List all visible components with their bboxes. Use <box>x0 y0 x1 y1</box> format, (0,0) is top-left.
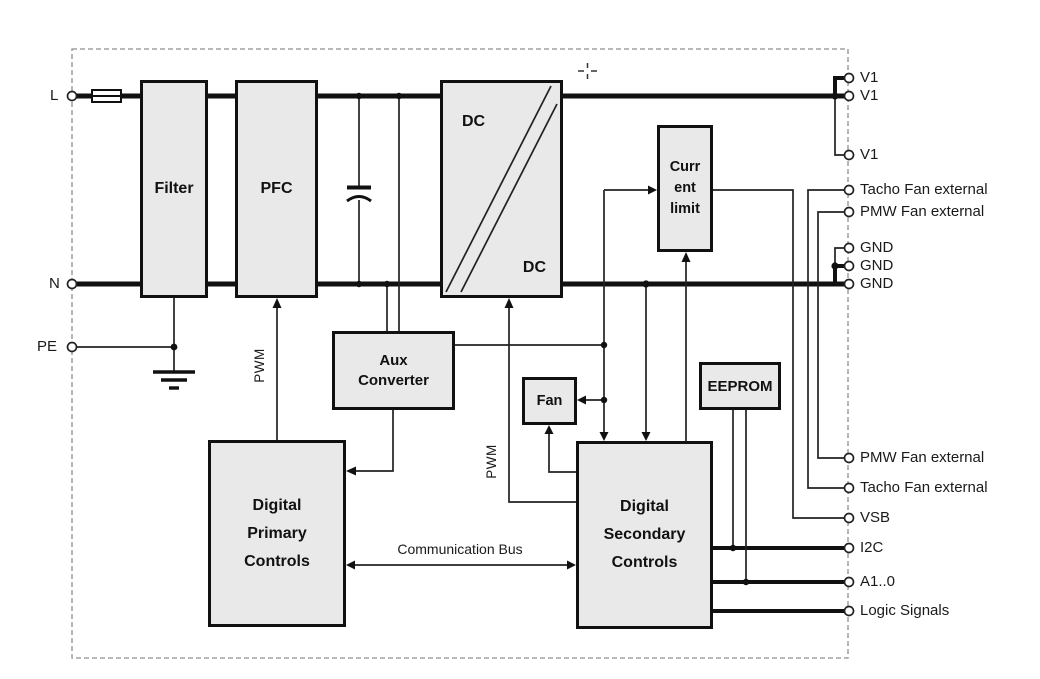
dcdc-label-bottom: DC <box>522 259 546 276</box>
arrow-into-dcdc <box>504 298 514 308</box>
aux-converter-block: Aux Converter <box>332 331 455 410</box>
pfc-block-label: PFC <box>260 180 293 197</box>
filter-block: Filter <box>140 80 208 298</box>
terminal-i2c <box>843 542 855 554</box>
digital-output-buses <box>713 546 845 613</box>
terminal-tacho-top <box>843 184 855 196</box>
psu-boundary-dashed-box <box>71 48 849 659</box>
terminal-vsb <box>843 512 855 524</box>
comm-bus-arrow-left <box>346 560 355 570</box>
signal-wires <box>76 96 845 582</box>
wire-arrowheads <box>272 185 691 570</box>
terminal-logic <box>843 605 855 617</box>
current-limit-label: Curr ent limit <box>669 159 701 217</box>
eeprom-block-label: EEPROM <box>707 377 773 395</box>
terminal-l <box>66 90 78 102</box>
comm-bus-arrow-right <box>567 560 576 570</box>
tacho-fan-link-wire <box>807 189 845 489</box>
terminal-label-v1-1: V1 <box>860 69 879 86</box>
current-limit-block: Curr ent limit <box>657 125 713 252</box>
dcdc-converter-block: DC DC <box>440 80 563 298</box>
terminal-label-v1-2: V1 <box>860 87 879 104</box>
terminal-pmw-bottom <box>843 452 855 464</box>
filter-block-label: Filter <box>154 180 194 197</box>
communication-bus-label: Communication Bus <box>397 541 523 557</box>
earth-ground-icon <box>153 370 195 390</box>
terminal-pins <box>66 72 855 617</box>
fan-block-label: Fan <box>536 393 563 409</box>
gnd-first-terminal-wire <box>834 247 845 264</box>
junction-dots <box>170 92 839 586</box>
arrow-into-pfc <box>272 298 282 308</box>
terminal-a10 <box>843 576 855 588</box>
pmw-fan-link-wire <box>817 211 845 459</box>
terminal-gnd-3 <box>843 278 855 290</box>
terminal-label-gnd-2: GND <box>860 257 894 274</box>
terminal-label-i2c: I2C <box>860 539 884 556</box>
terminal-gnd-1 <box>843 242 855 254</box>
digital-secondary-label: Digital Secondary Controls <box>603 498 686 571</box>
terminal-label-logic-signals: Logic Signals <box>860 602 950 619</box>
terminal-label-gnd-1: GND <box>860 239 894 256</box>
terminal-label-pmw-top: PMW Fan external <box>860 203 985 220</box>
v1-third-terminal-wire <box>834 98 845 156</box>
dcdc-label-top: DC <box>462 113 486 130</box>
eeprom-block: EEPROM <box>699 362 781 410</box>
fan-drive-wire <box>548 430 576 473</box>
capacitor-icon <box>346 185 372 203</box>
digital-primary-label: Digital Primary Controls <box>244 496 310 570</box>
terminal-v1-2 <box>843 90 855 102</box>
arrow-into-secondary-1 <box>599 432 609 441</box>
terminal-pmw-top <box>843 206 855 218</box>
fan-block: Fan <box>522 377 577 425</box>
terminal-label-tacho-bottom: Tacho Fan external <box>860 479 988 496</box>
dcdc-diagonal-divider <box>445 85 558 293</box>
terminal-label-l: L <box>50 87 59 104</box>
current-limit-to-vsb-wire <box>713 189 845 519</box>
pwm-primary-label: PWM <box>251 348 267 383</box>
terminal-label-pe: PE <box>37 338 58 355</box>
terminal-label-a10: A1..0 <box>860 573 896 590</box>
arrow-into-current-limit-bottom <box>681 252 691 262</box>
terminal-label-n: N <box>49 275 60 292</box>
pwm-secondary-wire <box>508 304 576 503</box>
arrow-into-fan-right <box>577 395 586 405</box>
arrow-into-fan-bottom <box>544 425 554 434</box>
aux-converter-label: Aux Converter <box>358 351 429 389</box>
pwm-secondary-label: PWM <box>483 444 499 479</box>
terminal-label-pmw-bottom: PMW Fan external <box>860 449 985 466</box>
terminal-v1-1 <box>843 72 855 84</box>
terminal-tacho-bottom <box>843 482 855 494</box>
terminal-pe <box>66 341 78 353</box>
terminal-v1-3 <box>843 149 855 161</box>
crosshair-cursor-icon <box>578 63 597 79</box>
aux-to-primary-wire <box>350 410 394 472</box>
terminal-n <box>66 278 78 290</box>
arrow-into-secondary-2 <box>641 432 651 441</box>
terminal-gnd-2 <box>843 260 855 272</box>
terminal-label-gnd-3: GND <box>860 275 894 292</box>
digital-primary-controls-block: Digital Primary Controls <box>208 440 346 627</box>
pfc-block: PFC <box>235 80 318 298</box>
fuse-icon <box>91 89 122 103</box>
arrow-into-primary-from-aux <box>346 466 356 476</box>
digital-secondary-controls-block: Digital Secondary Controls <box>576 441 713 629</box>
terminal-label-tacho-top: Tacho Fan external <box>860 181 988 198</box>
arrow-into-current-limit <box>648 185 657 195</box>
terminal-label-vsb: VSB <box>860 509 891 526</box>
terminal-label-v1-3: V1 <box>860 146 879 163</box>
